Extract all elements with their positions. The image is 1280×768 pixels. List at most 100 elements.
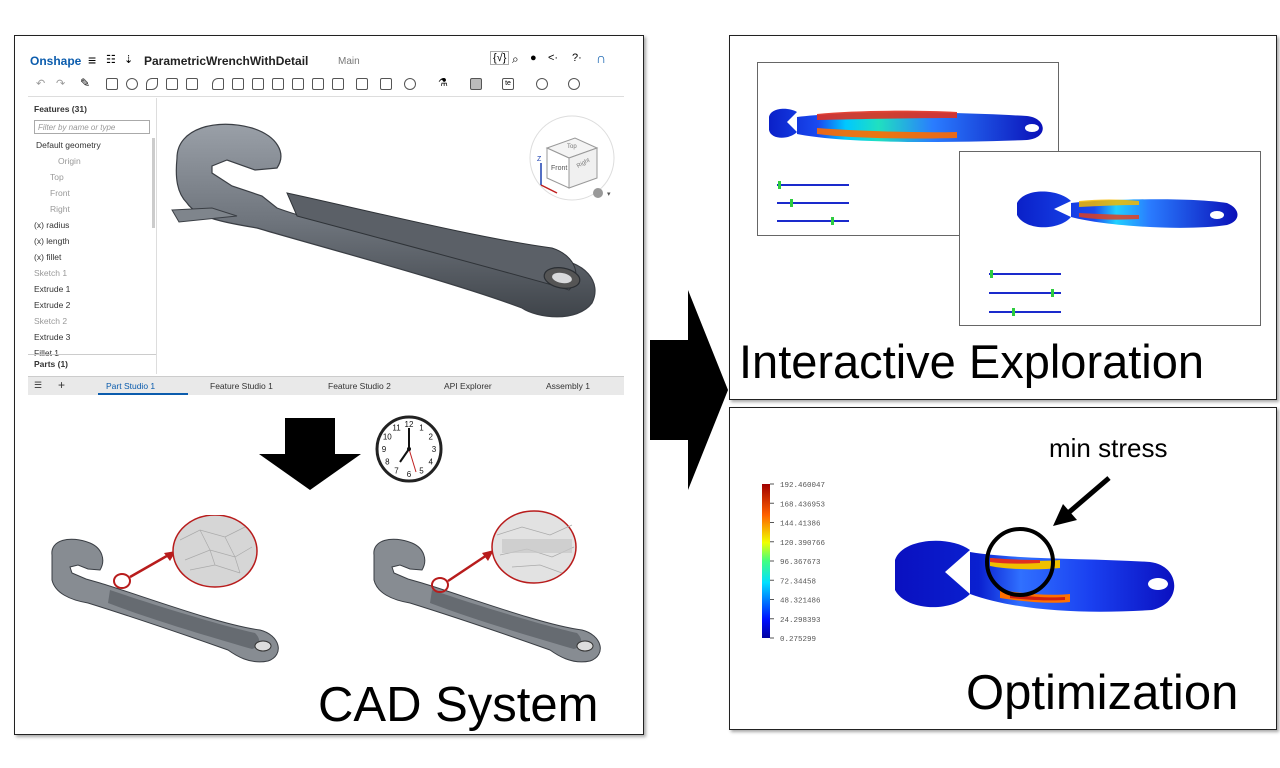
document-title: ParametricWrenchWithDetail (144, 54, 309, 68)
chamfer-icon[interactable] (232, 78, 244, 90)
colorbar-tick-label: 120.390766 (780, 540, 826, 548)
colorbar-tick-label: 168.436953 (780, 501, 826, 509)
right-arrow (650, 290, 728, 490)
exploration-front-card (959, 151, 1261, 326)
branch-label: Main (338, 56, 360, 67)
onshape-toolbar: ↶ ↷ ✎ ⚗ te (28, 74, 624, 97)
clock-numeral: 2 (428, 433, 433, 442)
menu-icon[interactable]: ≡ (88, 52, 97, 68)
feature-item[interactable]: Extrude 1 (34, 284, 71, 294)
clock-numeral: 6 (407, 470, 412, 479)
loft-icon[interactable] (166, 78, 178, 90)
view-cube[interactable]: Top Front Right Z X Y (529, 115, 615, 201)
wrench-model (171, 123, 596, 318)
parameter-sliders-2[interactable] (989, 270, 1061, 316)
feature-item[interactable]: (x) length (34, 236, 70, 246)
down-arrow (259, 418, 361, 490)
onshape-topbar: Onshape ≡ ☷ ⇣ ParametricWrenchWithDetail… (28, 50, 624, 72)
clock-numeral: 10 (383, 433, 392, 442)
add-tab-icon[interactable]: + (58, 378, 66, 392)
clock-numeral: 5 (419, 467, 424, 476)
tab-api-explorer[interactable]: API Explorer (444, 381, 492, 391)
clock-numeral: 7 (394, 467, 399, 476)
colorbar-tick-label: 144.41386 (780, 521, 821, 529)
onshape-logo: Onshape (30, 54, 82, 68)
hole-icon[interactable] (312, 78, 324, 90)
share-icon[interactable]: <· (548, 52, 559, 64)
rib-icon[interactable] (272, 78, 284, 90)
custom-feature-icon[interactable] (536, 78, 548, 90)
interactive-exploration-label: Interactive Exploration (739, 335, 1205, 388)
parameter-sliders-1[interactable] (777, 181, 849, 225)
feature-item[interactable]: Extrude 2 (34, 300, 71, 310)
feature-item[interactable]: Sketch 2 (34, 316, 68, 326)
clock-numeral: 8 (385, 458, 390, 467)
sketch-icon[interactable]: ✎ (80, 76, 91, 90)
feature-item[interactable]: Right (50, 204, 70, 214)
meshed-wrench-2 (373, 510, 601, 663)
fillet-icon[interactable] (212, 78, 224, 90)
parts-header: Parts (1) (34, 359, 69, 369)
split-icon[interactable]: ⚗ (438, 77, 448, 89)
pattern-icon[interactable] (356, 78, 368, 90)
cad-system-label: CAD System (318, 678, 599, 732)
help-icon[interactable]: ?· (572, 52, 582, 64)
sweep-icon[interactable] (146, 78, 158, 90)
feature-list-icon[interactable]: ☷ (106, 54, 116, 66)
mirror-icon[interactable] (380, 78, 392, 90)
sidebar-scrollbar[interactable] (152, 138, 155, 228)
plane-icon[interactable] (470, 78, 482, 90)
text-icon[interactable]: te (502, 78, 514, 90)
viewcube-front-label: Front (551, 165, 567, 172)
feature-item[interactable]: (x) radius (34, 220, 70, 230)
tab-part-studio-1[interactable]: Part Studio 1 (106, 381, 156, 391)
feature-filter-input[interactable]: Filter by name or type (34, 120, 150, 134)
min-stress-marker (985, 476, 1111, 597)
feature-list-sidebar: Features (31) Filter by name or type Def… (28, 98, 157, 374)
clock-numeral: 9 (382, 445, 387, 454)
optimization-label: Optimization (966, 666, 1239, 720)
tab-feature-studio-2[interactable]: Feature Studio 2 (328, 381, 391, 391)
boolean-icon[interactable] (404, 78, 416, 90)
feature-item[interactable]: Front (50, 188, 70, 198)
variables-icon[interactable]: {√} (490, 51, 510, 65)
tab-manager-icon[interactable]: ☰ (34, 380, 43, 390)
svg-text:▾: ▾ (607, 191, 611, 198)
feature-item[interactable]: Fillet 1 (34, 348, 60, 358)
shell-icon[interactable] (292, 78, 304, 90)
display-mode-icon[interactable]: ▾ (593, 188, 611, 198)
feature-item[interactable]: Origin (58, 156, 81, 166)
custom-feature-2-icon[interactable] (568, 78, 580, 90)
min-stress-label: min stress (1049, 433, 1168, 463)
clock-numeral: 1 (419, 423, 424, 432)
meshed-wrench-1 (51, 515, 279, 663)
features-header: Features (31) (34, 104, 87, 114)
hole-feature-icon[interactable] (332, 78, 344, 90)
search-icon[interactable]: ⌕ (512, 52, 519, 66)
feature-item[interactable]: (x) fillet (34, 252, 62, 262)
colorbar-tick-label: 192.460047 (780, 482, 825, 490)
feature-item[interactable]: Sketch 1 (34, 268, 68, 278)
clock-numeral: 3 (432, 445, 437, 454)
feature-item[interactable]: Top (50, 172, 64, 182)
comment-icon[interactable]: ● (530, 52, 537, 64)
cad-viewport[interactable]: Top Front Right Z X Y ▾ (157, 98, 624, 374)
user-avatar-icon[interactable]: ∩ (596, 50, 607, 66)
thicken-icon[interactable] (186, 78, 198, 90)
undo-icon[interactable]: ↶ (36, 78, 46, 90)
colorbar-tick-label: 96.367673 (780, 559, 821, 567)
axis-z-label: Z (537, 156, 542, 163)
colorbar-tick-label: 48.321486 (780, 598, 821, 606)
onshape-tab-bar: ☰ + Part Studio 1 Feature Studio 1 Featu… (28, 376, 624, 395)
feature-item[interactable]: Default geometry (36, 140, 101, 150)
revolve-icon[interactable] (126, 78, 138, 90)
colorbar-tick-label: 72.34458 (780, 578, 816, 586)
draft-icon[interactable] (252, 78, 264, 90)
insert-icon[interactable]: ⇣ (124, 54, 134, 66)
redo-icon[interactable]: ↷ (56, 78, 66, 90)
extrude-icon[interactable] (106, 78, 118, 90)
feature-item[interactable]: Extrude 3 (34, 332, 71, 342)
tab-assembly-1[interactable]: Assembly 1 (546, 381, 590, 391)
stress-colorbar: 192.460047 168.436953 144.41386 120.390766 9… (762, 482, 826, 644)
tab-feature-studio-1[interactable]: Feature Studio 1 (210, 381, 273, 391)
